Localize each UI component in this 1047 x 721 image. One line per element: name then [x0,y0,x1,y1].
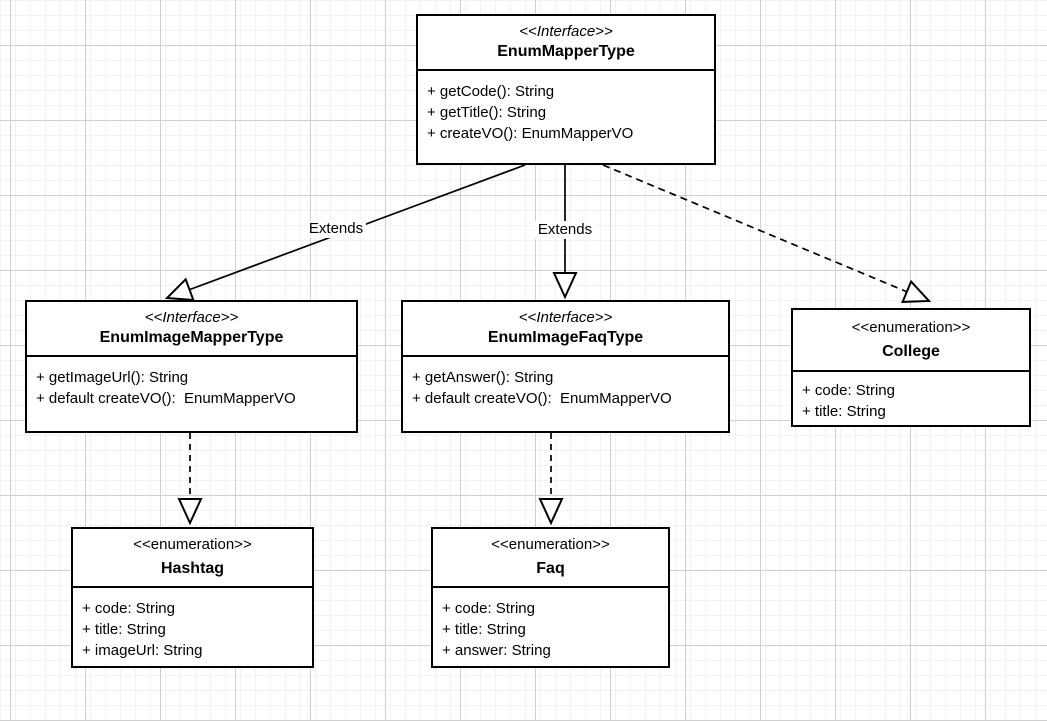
class-members: + code: String + title: String + answer:… [433,588,668,671]
class-member: + code: String [82,600,175,617]
class-member: + getImageUrl(): String [36,369,189,386]
class-member: + default createVO(): EnumMapperVO [412,390,672,407]
edge-label-extends-center[interactable]: Extends [534,221,596,239]
class-member: + getCode(): String [427,83,555,100]
class-stereotype: <<Interface>> [518,309,613,326]
class-stereotype: <<enumeration>> [133,536,252,553]
class-name: EnumMapperType [497,43,635,60]
class-member: + answer: String [442,642,551,659]
class-name: Faq [536,560,565,577]
class-box-enumimagemappertype[interactable]: <<Interface>> EnumImageMapperType + getI… [25,300,358,433]
class-header: <<Interface>> EnumImageMapperType [27,302,356,357]
class-members: + getAnswer(): String + default createVO… [403,357,728,419]
class-member: + code: String [802,382,895,399]
class-name: Hashtag [160,560,225,577]
class-member: + imageUrl: String [82,642,203,659]
class-header: <<Interface>> EnumImageFaqType [403,302,728,357]
class-member: + title: String [802,403,886,420]
edge-realization-college[interactable] [602,164,929,301]
class-name: EnumImageMapperType [99,329,284,346]
class-stereotype: <<Interface>> [144,309,239,326]
class-member: + createVO(): EnumMapperVO [427,125,634,142]
class-stereotype: <<Interface>> [519,23,613,40]
class-member: + code: String [442,600,535,617]
class-name: College [882,342,940,360]
class-member: + title: String [442,621,526,638]
class-member: + title: String [82,621,166,638]
class-box-college[interactable]: <<enumeration>> College + code: String +… [791,308,1031,427]
class-header: <<enumeration>> Hashtag [73,529,312,588]
class-name: EnumImageFaqType [487,329,644,346]
edge-label-extends-left[interactable]: Extends [305,220,367,238]
class-member: + getTitle(): String [427,104,547,121]
class-header: <<Interface>> EnumMapperType [418,16,714,71]
class-box-enumimagefaqtype[interactable]: <<Interface>> EnumImageFaqType + getAnsw… [401,300,730,433]
class-member: + getAnswer(): String [412,369,554,386]
class-box-faq[interactable]: <<enumeration>> Faq + code: String + tit… [431,527,670,668]
class-members: + code: String + title: String + imageUr… [73,588,312,671]
class-header: <<enumeration>> College [793,310,1029,372]
class-box-enummappertype[interactable]: <<Interface>> EnumMapperType + getCode()… [416,14,716,165]
class-member: + default createVO(): EnumMapperVO [36,390,296,407]
class-members: + getCode(): String + getTitle(): String… [418,71,714,154]
class-stereotype: <<enumeration>> [491,536,610,553]
class-box-hashtag[interactable]: <<enumeration>> Hashtag + code: String +… [71,527,314,668]
class-members: + code: String + title: String [793,372,1029,432]
class-header: <<enumeration>> Faq [433,529,668,588]
class-stereotype: <<enumeration>> [851,318,971,336]
class-members: + getImageUrl(): String + default create… [27,357,356,419]
